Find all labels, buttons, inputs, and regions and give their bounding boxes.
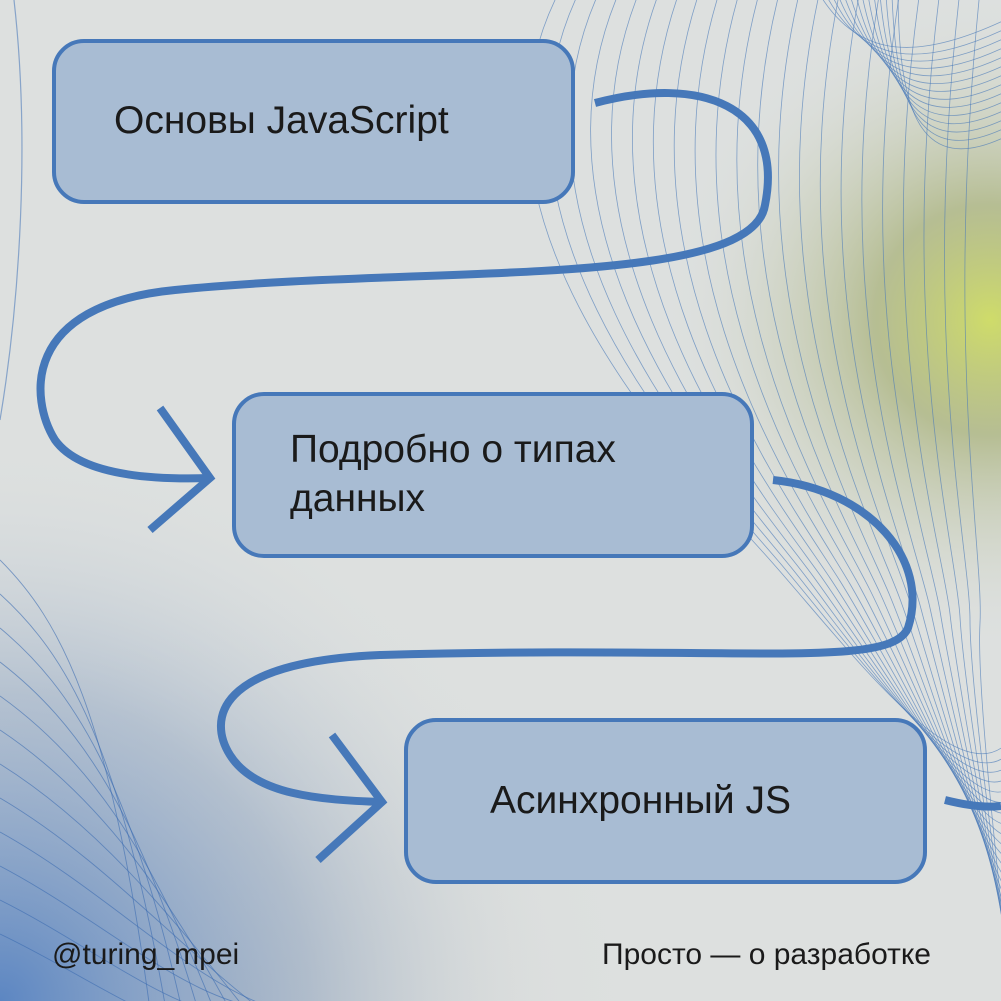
wave-line	[0, 865, 234, 1001]
wave-line	[964, 0, 1001, 908]
left-edge-line	[0, 0, 23, 421]
wave-line	[902, 0, 1001, 914]
wave-line	[862, 0, 1001, 100]
left-wave-lines	[0, 559, 256, 1001]
wave-line	[590, 0, 1001, 783]
wave-line	[569, 0, 1001, 773]
step-box-basics: Основы JavaScript	[52, 39, 575, 204]
wave-line	[0, 559, 150, 1001]
connector-path-2	[216, 476, 917, 806]
tagline: Просто — о разработке	[602, 938, 931, 971]
wave-line	[834, 0, 1001, 62]
step-box-async: Асинхронный JS	[404, 718, 927, 884]
connector-exit	[944, 796, 1001, 811]
wave-line	[851, 0, 1001, 85]
wave-line	[0, 933, 126, 1001]
wave-line	[874, 0, 1001, 116]
wave-line	[0, 627, 181, 1001]
wave-line	[0, 831, 256, 1001]
wave-line	[736, 0, 1001, 854]
step-box-data-types: Подробно о типах данных	[232, 392, 754, 558]
wave-line	[897, 0, 1001, 150]
account-handle: @turing_mpei	[52, 938, 240, 971]
step-label: Асинхронный JS	[490, 778, 791, 822]
wave-line	[0, 797, 252, 1001]
arrow-head-2	[315, 732, 388, 863]
wave-line	[891, 0, 1001, 141]
wave-line	[0, 899, 182, 1001]
wave-line	[819, 0, 1001, 890]
wave-line	[861, 0, 1001, 904]
step-label: Подробно о типах данных	[290, 428, 616, 520]
connector-path-1	[36, 89, 772, 483]
step-label: Основы JavaScript	[114, 99, 449, 143]
wave-line	[944, 0, 1001, 915]
wave-line	[856, 0, 1001, 92]
arrow-head-1	[147, 405, 216, 534]
wave-line	[882, 0, 1001, 910]
wave-line	[880, 0, 1001, 125]
wave-line	[778, 0, 1001, 873]
wave-line	[828, 0, 1001, 55]
wave-line	[868, 0, 1001, 108]
wave-line	[923, 0, 1001, 916]
wave-line	[839, 0, 1001, 69]
wave-line	[885, 0, 1001, 133]
